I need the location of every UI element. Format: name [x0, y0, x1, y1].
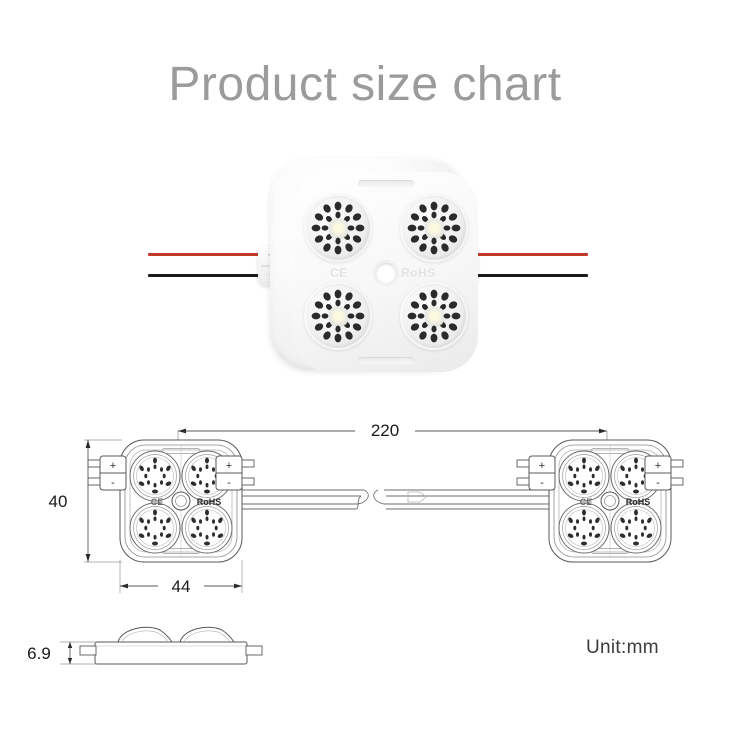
led-lens-top-left [304, 194, 372, 262]
page-title: Product size chart [168, 58, 562, 111]
tech-rohs-marking-left: RoHS [197, 497, 222, 507]
led-lens-bottom-left [304, 282, 372, 350]
wire-break-left [357, 489, 369, 505]
tech-ce-marking-right: CE [580, 497, 593, 507]
tech-connector-negative-label: - [227, 477, 231, 489]
technical-drawing-svg: 220 [27, 421, 684, 665]
side-view: 6.9 [27, 626, 263, 665]
side-view-connector-right [245, 645, 263, 656]
tech-connector-positive-label: + [655, 460, 661, 472]
led-lens-bottom-right [400, 282, 468, 350]
led-chip [425, 219, 443, 237]
dimension-69-label: 6.9 [27, 644, 51, 663]
housing-slot-top [358, 180, 414, 187]
led-chip [425, 307, 443, 325]
tech-connector-negative-label: - [540, 477, 544, 489]
dimension-44-label: 44 [172, 577, 191, 596]
tech-module-right: CE RoHS [548, 439, 672, 563]
dimension-40: 40 [49, 439, 122, 563]
tech-connector-positive-label: + [110, 460, 116, 472]
housing-slot-bottom [358, 357, 414, 364]
tech-connector-positive-label: + [226, 460, 232, 472]
dimension-40-label: 40 [49, 492, 68, 511]
tech-rohs-marking-right: RoHS [626, 497, 651, 507]
led-lens-top-right [400, 194, 468, 262]
ce-marking: CE [330, 266, 348, 280]
dimension-220-label: 220 [371, 421, 399, 440]
tech-connector-positive-label: + [539, 460, 545, 472]
wire-break-right [373, 489, 385, 505]
tech-ce-marking-left: CE [151, 497, 164, 507]
tech-connector-negative-label: - [111, 477, 115, 489]
technical-drawing: 220 [0, 408, 730, 698]
dimension-220: 220 [177, 421, 608, 460]
wire-left-positive [148, 253, 260, 256]
led-chip [329, 307, 347, 325]
side-view-lens-left [117, 626, 173, 643]
unit-label: Unit:mm [586, 637, 659, 658]
product-photo: + - + - [148, 150, 588, 378]
side-view-connector-left [79, 645, 97, 656]
dimension-44: 44 [119, 560, 243, 596]
wire-right-positive [476, 253, 588, 256]
mounting-hole [376, 263, 396, 283]
tech-connector-right-outer: + - [644, 455, 684, 491]
tech-module-left: CE RoHS [119, 439, 243, 563]
tech-connector-right-inner: + - [516, 455, 556, 491]
side-view-body [94, 641, 248, 665]
tech-connector-left-outer: + - [87, 455, 127, 491]
wire-direction-marker [407, 491, 427, 503]
lens-facets [309, 287, 367, 345]
tech-connector-left-inner: + - [215, 455, 255, 491]
tech-connector-negative-label: - [656, 477, 660, 489]
rohs-marking: RoHS [401, 266, 436, 280]
led-chip [329, 219, 347, 237]
side-view-lens-right [179, 626, 235, 643]
wire-right-negative [476, 274, 588, 277]
module-housing: CE RoHS [270, 158, 478, 372]
wire-left-negative [148, 274, 260, 277]
